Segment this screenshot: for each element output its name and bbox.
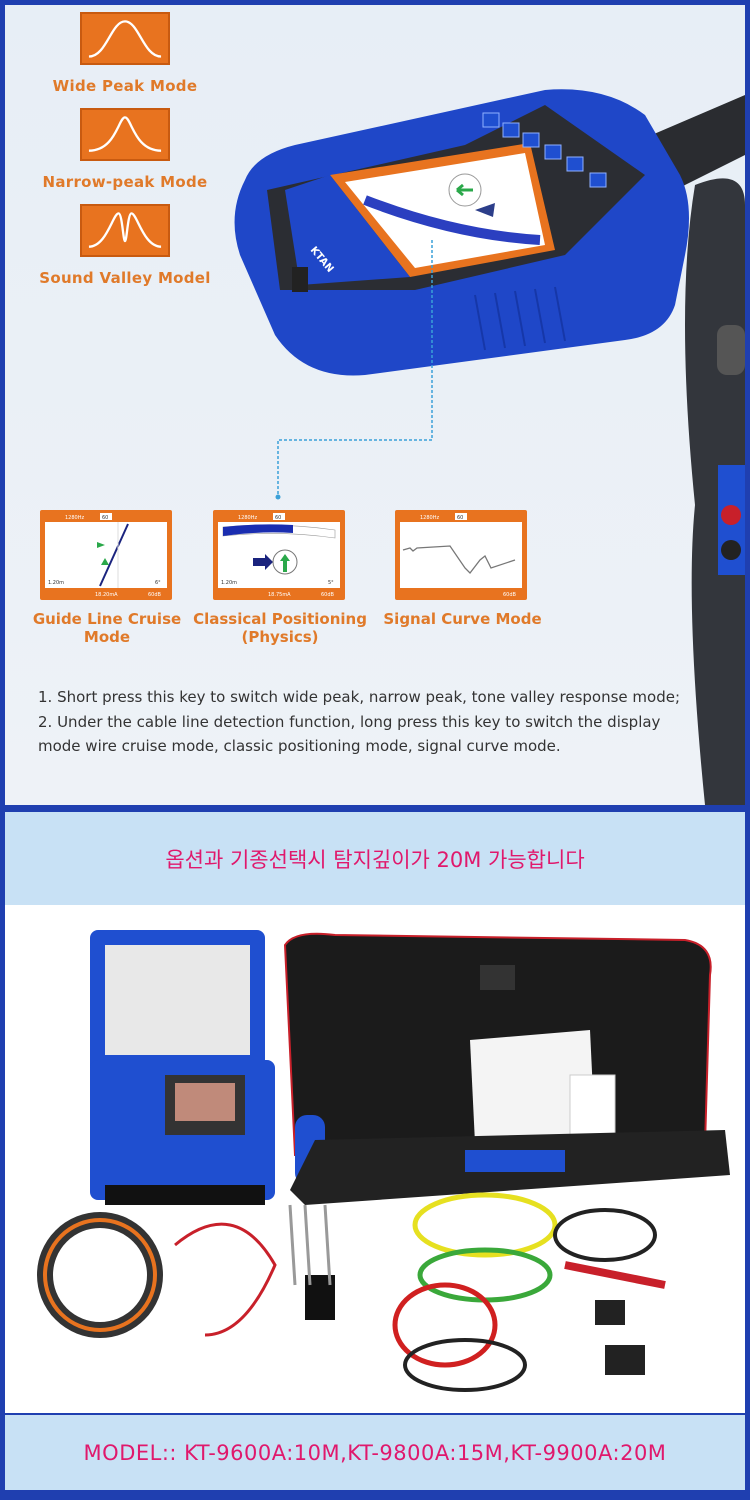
mode-wide-peak: Wide Peak Mode xyxy=(35,12,215,95)
screen-classical-positioning: 1280Hz 60 1.20m 5° 18.75mA 60dB xyxy=(213,510,345,600)
instructions: 1. Short press this key to switch wide p… xyxy=(38,685,688,759)
screen-frequency: 1280Hz xyxy=(65,515,84,521)
screen-gain: 60 xyxy=(275,515,281,521)
instruction-2: 2. Under the cable line detection functi… xyxy=(38,712,661,756)
mode-label: Wide Peak Mode xyxy=(52,77,198,95)
screen-db: 60dB xyxy=(148,592,162,598)
korean-banner: 옵션과 기종선택시 탐지깊이가 20M 가능합니다 xyxy=(5,812,745,905)
screen-frequency: 1280Hz xyxy=(420,515,439,521)
screen-frequency: 1280Hz xyxy=(238,515,257,521)
display-mode-label: Classical Positioning(Physics) xyxy=(190,610,370,646)
screen-angle: 5° xyxy=(328,580,334,586)
screen-gain: 60 xyxy=(102,515,108,521)
screen-current: 18.75mA xyxy=(268,592,291,598)
display-mode-label: Signal Curve Mode xyxy=(380,610,545,628)
mode-label: Narrow-peak Mode xyxy=(42,173,208,191)
mode-narrow-peak: Narrow-peak Mode xyxy=(35,108,215,191)
label-line1: Classical Positioning xyxy=(193,610,367,628)
label-line2: (Physics) xyxy=(241,628,319,646)
model-banner: MODEL:: KT-9600A:10M,KT-9800A:15M,KT-990… xyxy=(5,1415,745,1490)
mode-sound-valley: Sound Valley Model xyxy=(35,204,215,287)
screen-current: 18.20mA xyxy=(95,592,118,598)
label-line1: Guide Line Cruise xyxy=(32,610,182,628)
screen-guide-line-cruise: 1280Hz 60 1.20m 6° 18.20mA 60dB xyxy=(40,510,172,600)
label-line2: Mode xyxy=(83,628,131,646)
screen-angle: 6° xyxy=(155,580,161,586)
feature-section: Wide Peak Mode Narrow-peak Mode Sound Va… xyxy=(5,5,745,805)
screen-depth: 1.20m xyxy=(48,580,64,586)
screen-db: 60dB xyxy=(503,592,517,598)
instruction-1: 1. Short press this key to switch wide p… xyxy=(38,688,680,706)
locator-device-illustration: KTAN xyxy=(234,89,745,805)
screen-signal-curve: 1280Hz 60 60dB xyxy=(395,510,527,600)
screen-gain: 60 xyxy=(457,515,463,521)
wide-peak-curve-icon xyxy=(80,12,170,65)
label-line1: Signal Curve Mode xyxy=(383,610,542,628)
screen-depth: 1.20m xyxy=(221,580,237,586)
product-kit-photo xyxy=(5,905,745,1413)
narrow-peak-curve-icon xyxy=(80,108,170,161)
screen-db: 60dB xyxy=(321,592,335,598)
mode-label: Sound Valley Model xyxy=(39,269,211,287)
sound-valley-curve-icon xyxy=(80,204,170,257)
